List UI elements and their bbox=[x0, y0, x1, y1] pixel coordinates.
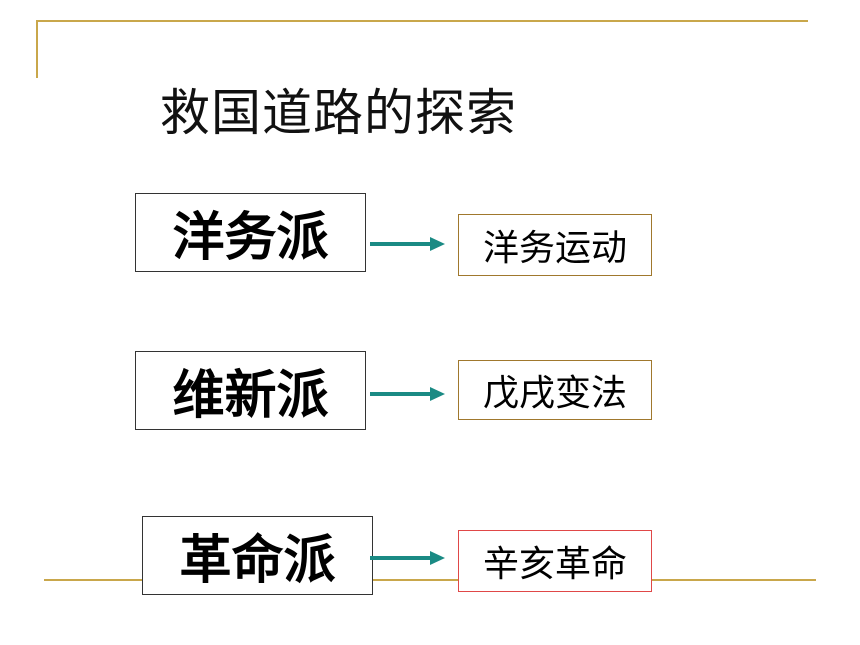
faction-box-yangwu: 洋务派 bbox=[135, 193, 366, 272]
decorative-left-line bbox=[36, 20, 38, 78]
result-box-xinhai-revolution: 辛亥革命 bbox=[458, 530, 652, 592]
slide-title: 救国道路的探索 bbox=[160, 84, 517, 142]
decorative-bottom-line bbox=[44, 579, 816, 581]
result-box-yangwu-movement: 洋务运动 bbox=[458, 214, 652, 276]
arrow-icon bbox=[370, 551, 445, 565]
faction-box-geming: 革命派 bbox=[142, 516, 373, 595]
result-box-wuxu-reform: 戊戌变法 bbox=[458, 360, 652, 420]
arrow-icon bbox=[370, 387, 445, 401]
decorative-top-line bbox=[36, 20, 808, 22]
faction-box-weixin: 维新派 bbox=[135, 351, 366, 430]
arrow-icon bbox=[370, 237, 445, 251]
